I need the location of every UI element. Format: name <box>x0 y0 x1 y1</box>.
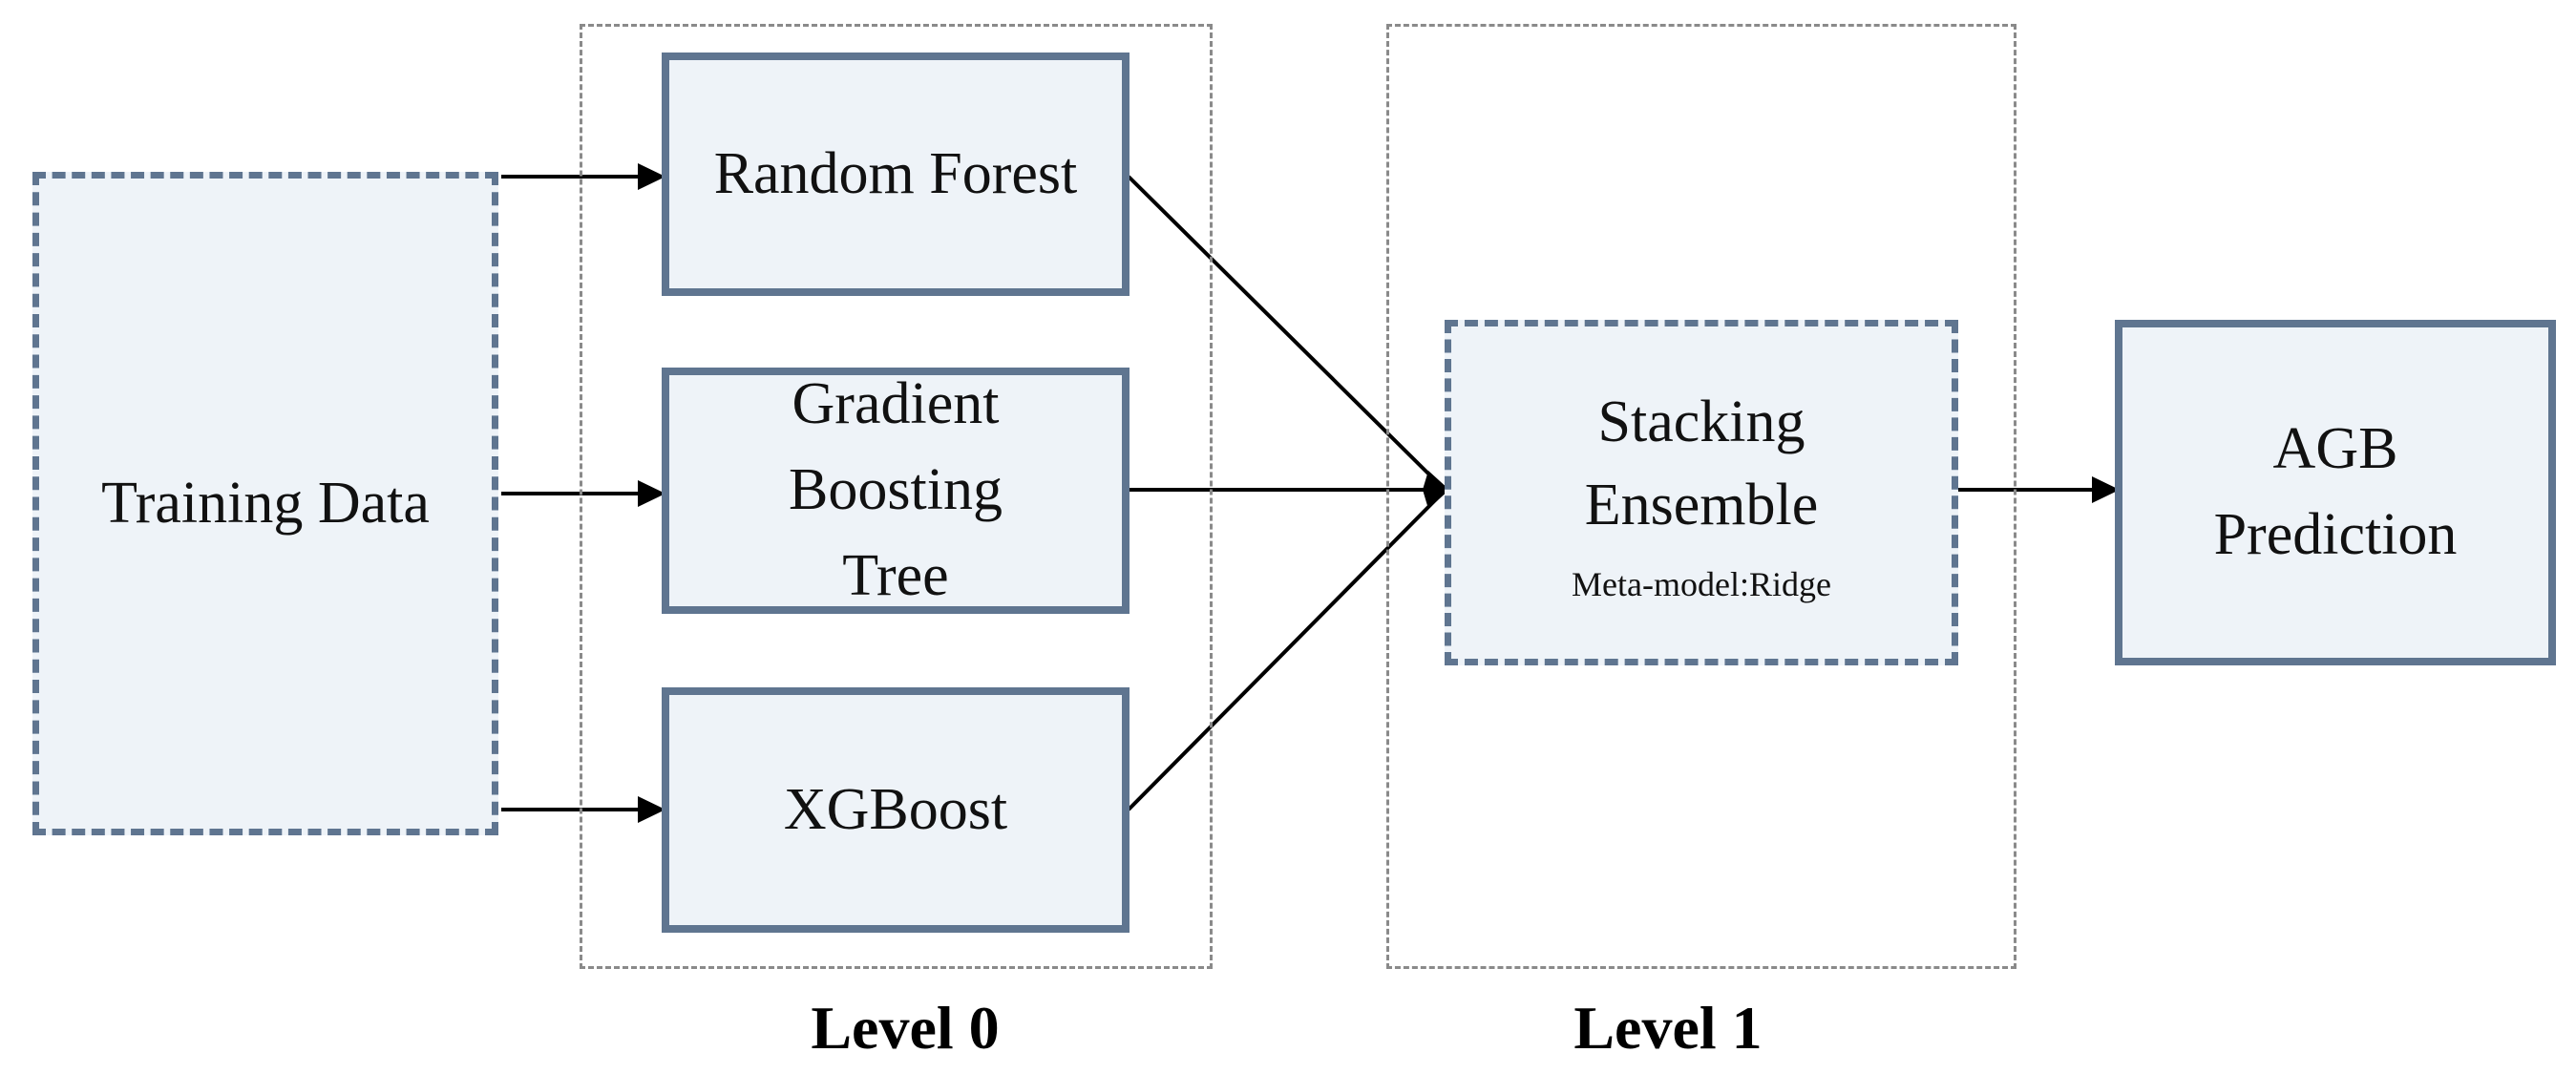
arrowhead-xgb <box>638 796 665 823</box>
gbt-label-line-2: Boosting <box>789 457 1003 523</box>
agb-label-line-1: AGB <box>2272 416 2398 482</box>
arrowhead-gbt <box>638 480 665 507</box>
meta-model-label: Meta-model:Ridge <box>1572 564 1831 603</box>
xgboost-label: XGBoost <box>783 776 1008 842</box>
gbt-label-line-3: Tree <box>842 542 949 608</box>
level-1-frame <box>1386 24 2016 969</box>
agb-prediction-box: AGB Prediction <box>2115 320 2556 665</box>
stacking-ensemble-box: Stacking Ensemble Meta-model:Ridge <box>1445 320 1958 665</box>
gradient-boosting-tree-box: Gradient Boosting Tree <box>662 368 1130 614</box>
agb-label-line-2: Prediction <box>2213 502 2458 567</box>
training-data-box: Training Data <box>32 172 498 835</box>
arrowhead-stack <box>1423 471 1449 509</box>
xgboost-box: XGBoost <box>662 687 1130 933</box>
stacking-label-line-1: Stacking <box>1597 390 1805 455</box>
arrow-xgb-to-stack <box>1127 496 1439 811</box>
arrow-rf-to-stack <box>1127 175 1439 484</box>
level-0-frame <box>580 24 1213 969</box>
stacking-label-line-2: Ensemble <box>1584 473 1819 537</box>
arrowhead-agb <box>2092 476 2120 503</box>
level-0-label: Level 0 <box>811 994 1000 1062</box>
random-forest-label: Random Forest <box>713 140 1078 206</box>
arrowhead-rf <box>638 163 665 190</box>
gbt-label-line-1: Gradient <box>792 371 1000 437</box>
level-1-label: Level 1 <box>1573 994 1763 1062</box>
training-data-label: Training Data <box>101 470 430 536</box>
random-forest-box: Random Forest <box>662 53 1130 296</box>
